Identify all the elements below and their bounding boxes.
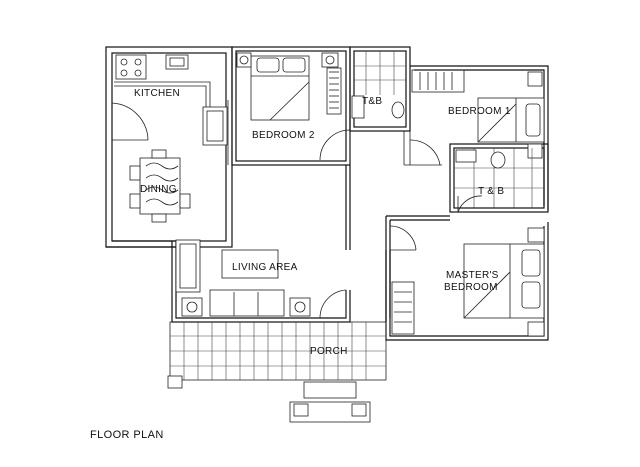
tb-right-fixtures <box>454 148 544 208</box>
interior-partitions <box>227 100 442 166</box>
plan-title: FLOOR PLAN <box>90 429 164 441</box>
label-tb-right: T & B <box>478 186 504 197</box>
door-swings <box>111 102 483 319</box>
label-bedroom-2: BEDROOM 2 <box>252 130 315 141</box>
label-bedroom-1: BEDROOM 1 <box>448 106 511 117</box>
bedroom-1-furniture <box>411 69 545 159</box>
label-kitchen: KITCHEN <box>134 88 180 99</box>
living-furniture <box>175 239 311 317</box>
tb-top-fixtures <box>351 51 406 119</box>
label-dining: DINING <box>140 184 177 195</box>
label-masters: MASTER'S <box>446 270 499 281</box>
label-living-area: LIVING AREA <box>232 262 298 273</box>
dining-set <box>129 149 191 223</box>
porch-tiles <box>167 321 387 423</box>
exterior-walls <box>105 46 549 341</box>
label-porch: PORCH <box>310 346 348 357</box>
bedroom-2-furniture <box>236 52 342 121</box>
master-bedroom-furniture <box>391 227 545 337</box>
kitchen-fixtures <box>114 54 228 146</box>
label-tb-top: T&B <box>362 96 382 107</box>
label-bedroom: BEDROOM <box>444 282 498 293</box>
